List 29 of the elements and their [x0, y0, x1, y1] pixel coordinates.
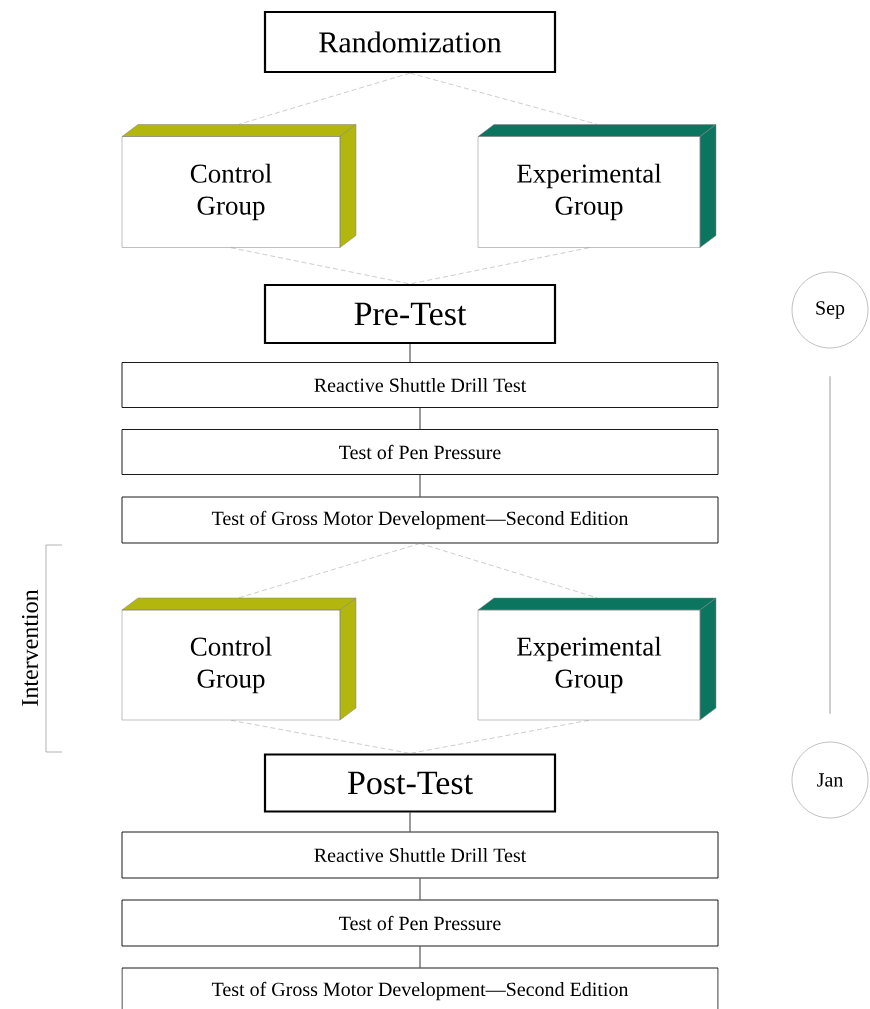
connector-line — [409, 343, 411, 363]
dashed-line — [409, 247, 590, 285]
connector-line — [409, 812, 411, 832]
dashed-line — [238, 72, 411, 125]
group-block: Experimental Group — [477, 597, 717, 721]
test-box: Test of Pen Pressure — [121, 429, 719, 475]
test-box: Test of Gross Motor Development—Second Edition — [121, 967, 719, 1009]
stage-box: Randomization — [263, 10, 557, 74]
connector-line — [419, 946, 421, 968]
dashed-line — [230, 720, 411, 754]
stage-box: Pre-Test — [263, 283, 557, 345]
test-box: Test of Pen Pressure — [121, 899, 719, 947]
dashed-line — [409, 72, 598, 125]
dashed-line — [230, 247, 411, 285]
connector-line — [419, 878, 421, 900]
group-block: Experimental Group — [477, 124, 717, 248]
dashed-line — [409, 720, 590, 754]
test-box: Test of Gross Motor Development—Second Edition — [121, 496, 719, 544]
test-box: Reactive Shuttle Drill Test — [121, 831, 719, 879]
group-block: Control Group — [121, 124, 357, 248]
stage-box: Post-Test — [263, 753, 557, 813]
connector-line — [419, 407, 421, 430]
side-label: Intervention — [21, 589, 39, 706]
connector-line — [419, 474, 421, 497]
connector-line — [829, 375, 831, 715]
dashed-line — [419, 543, 598, 598]
dashed-line — [238, 543, 421, 598]
test-box: Reactive Shuttle Drill Test — [121, 362, 719, 408]
group-block: Control Group — [121, 597, 357, 721]
